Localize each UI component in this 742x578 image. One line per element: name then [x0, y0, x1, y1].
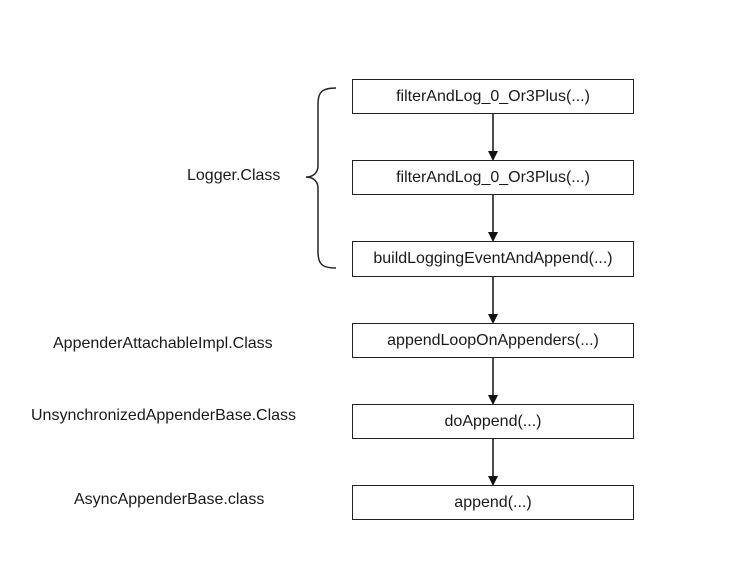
method-box-label: doAppend(...)	[444, 412, 542, 430]
method-box-build-logging-event: buildLoggingEventAndAppend(...)	[352, 241, 634, 277]
method-box-label: buildLoggingEventAndAppend(...)	[373, 250, 613, 267]
method-box-filter-and-log-2: filterAndLog_0_Or3Plus(...)	[352, 160, 634, 195]
logger-class-brace	[305, 87, 337, 269]
method-box-append: append(...)	[352, 485, 634, 520]
method-box-filter-and-log-1: filterAndLog_0_Or3Plus(...)	[352, 79, 634, 114]
class-label-logger: Logger.Class	[187, 167, 281, 184]
method-box-label: filterAndLog_0_Or3Plus(...)	[396, 168, 590, 186]
method-box-append-loop-on-appenders: appendLoopOnAppenders(...)	[352, 323, 634, 358]
method-box-label: appendLoopOnAppenders(...)	[387, 331, 599, 349]
method-box-label: filterAndLog_0_Or3Plus(...)	[396, 87, 590, 105]
class-label-async-appender-base: AsyncAppenderBase.class	[74, 491, 265, 508]
method-box-label: append(...)	[454, 493, 532, 511]
class-label-unsynchronized-appender-base: UnsynchronizedAppenderBase.Class	[31, 407, 297, 424]
method-box-do-append: doAppend(...)	[352, 404, 634, 439]
class-label-appender-attachable-impl: AppenderAttachableImpl.Class	[53, 335, 273, 352]
